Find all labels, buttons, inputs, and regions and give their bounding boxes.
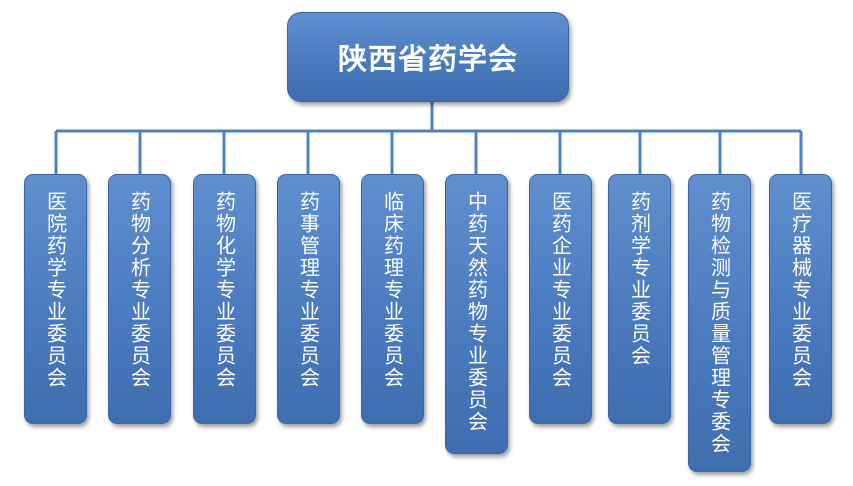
committee-label: 医疗器械专业委员会: [788, 191, 813, 389]
committee-clinical-pharmacology: 临床药理专业委员会: [361, 174, 424, 424]
committee-label: 药物分析专业委员会: [127, 191, 152, 389]
committee-drug-testing-quality: 药物检测与质量管理专委会: [688, 174, 751, 472]
committee-label: 医院药学专业委员会: [43, 191, 68, 389]
committee-pharmaceutics: 药剂学专业委员会: [608, 174, 671, 424]
committee-label: 药物化学专业委员会: [212, 191, 237, 389]
committee-medical-devices: 医疗器械专业委员会: [769, 174, 832, 424]
committee-label: 中药天然药物专业委员会: [464, 191, 489, 433]
committee-drug-analysis: 药物分析专业委员会: [108, 174, 171, 424]
committee-pharmacy-administration: 药事管理专业委员会: [277, 174, 340, 424]
committee-label: 医药企业专业委员会: [548, 191, 573, 389]
committee-label: 药事管理专业委员会: [296, 191, 321, 389]
committee-label: 临床药理专业委员会: [380, 191, 405, 389]
committee-label: 药物检测与质量管理专委会: [707, 191, 732, 455]
root-label: 陕西省药学会: [337, 42, 518, 76]
committee-medicinal-chemistry: 药物化学专业委员会: [193, 174, 256, 424]
committee-pharmaceutical-enterprise: 医药企业专业委员会: [529, 174, 592, 424]
root-node-shaanxi-pharmaceutical-association: 陕西省药学会: [287, 12, 569, 102]
committee-tcm-natural-medicine: 中药天然药物专业委员会: [445, 174, 508, 454]
committee-label: 药剂学专业委员会: [627, 191, 652, 367]
committee-hospital-pharmacy: 医院药学专业委员会: [24, 174, 87, 424]
